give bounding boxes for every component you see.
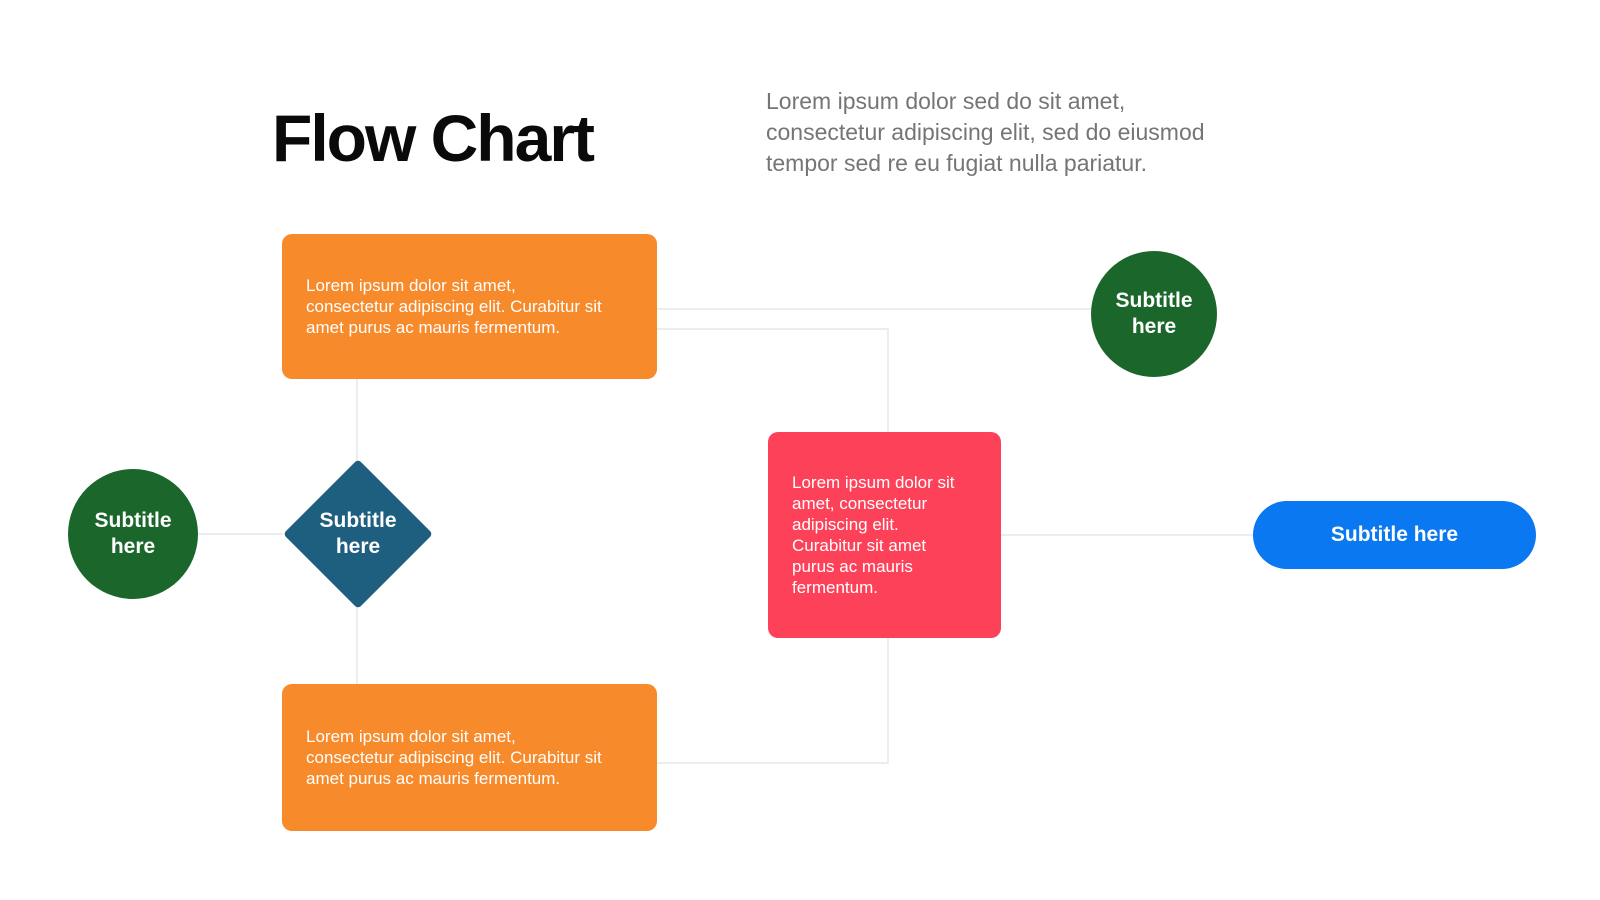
terminal-circle-top-right-label: Subtitle here xyxy=(1115,289,1193,338)
process-box-bottom-text: Lorem ipsum dolor sit amet, consectetur … xyxy=(306,727,602,788)
process-box-top-text: Lorem ipsum dolor sit amet, consectetur … xyxy=(306,276,602,337)
terminal-circle-top-right: Subtitle here xyxy=(1091,251,1217,377)
connector-loop-top xyxy=(657,328,889,330)
subtitle-pill-blue-label: Subtitle here xyxy=(1330,523,1459,546)
subtitle-pill-blue: Subtitle here xyxy=(1253,501,1536,569)
process-box-top: Lorem ipsum dolor sit amet, consectetur … xyxy=(282,234,657,379)
connector-redbox-to-pill xyxy=(1000,534,1255,536)
connector-loop-bottom xyxy=(657,762,889,764)
start-circle-left: Subtitle here xyxy=(68,469,198,599)
connector-topbox-to-diamond xyxy=(356,378,358,461)
decision-diamond-label: Subtitle here xyxy=(319,509,397,558)
start-circle-left-label: Subtitle here xyxy=(94,509,172,558)
page-title: Flow Chart xyxy=(272,101,595,175)
connector-diamond-to-bottombox xyxy=(356,607,358,685)
connector-topbox-to-circle xyxy=(657,308,1154,310)
process-box-bottom: Lorem ipsum dolor sit amet, consectetur … xyxy=(282,684,657,831)
decision-diamond: Subtitle here xyxy=(283,459,433,609)
process-box-center-red: Lorem ipsum dolor sit amet, consectetur … xyxy=(768,432,1001,638)
process-box-center-red-text: Lorem ipsum dolor sit amet, consectetur … xyxy=(792,473,955,597)
page-description: Lorem ipsum dolor sed do sit amet, conse… xyxy=(766,88,1205,176)
connector-circle-to-diamond xyxy=(197,533,283,535)
